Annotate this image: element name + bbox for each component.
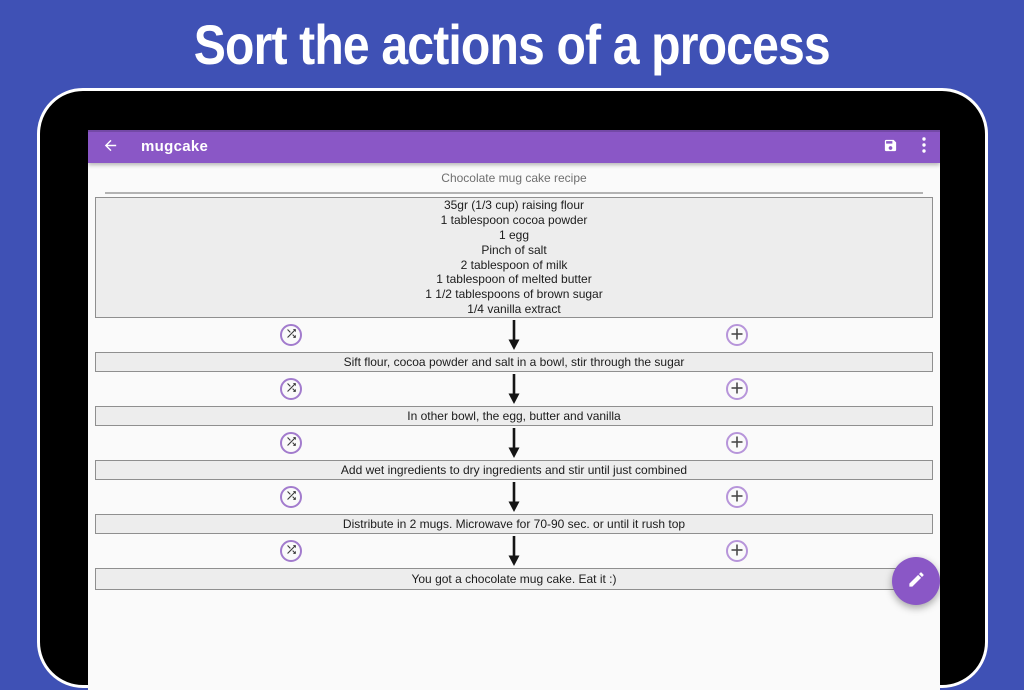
- back-arrow-icon: [102, 137, 119, 157]
- overflow-menu-button[interactable]: [922, 137, 926, 156]
- shuffle-button[interactable]: [280, 432, 302, 454]
- add-step-button[interactable]: [726, 432, 748, 454]
- down-arrow-icon: [507, 428, 521, 458]
- connector-row: [95, 534, 933, 568]
- ingredient-line: 2 tablespoon of milk: [460, 257, 568, 272]
- down-arrow-icon: [507, 320, 521, 350]
- ingredient-line: 1/4 vanilla extract: [467, 302, 561, 317]
- banner: Sort the actions of a process: [0, 0, 1024, 88]
- app-bar-title: mugcake: [141, 138, 209, 155]
- shuffle-button[interactable]: [280, 486, 302, 508]
- connector-row: [95, 372, 933, 406]
- plus-icon: [731, 490, 743, 505]
- step-text: Add wet ingredients to dry ingredients a…: [340, 463, 688, 477]
- add-step-button[interactable]: [726, 378, 748, 400]
- shuffle-icon: [285, 489, 298, 505]
- step-card[interactable]: Sift flour, cocoa powder and salt in a b…: [95, 352, 933, 372]
- ingredients-card[interactable]: 35gr (1/3 cup) raising flour 1 tablespoo…: [95, 197, 933, 318]
- step-card[interactable]: Add wet ingredients to dry ingredients a…: [95, 460, 933, 480]
- shuffle-icon: [285, 435, 298, 451]
- down-arrow-icon: [507, 482, 521, 512]
- add-step-button[interactable]: [726, 540, 748, 562]
- app-bar-actions: [883, 137, 926, 156]
- ingredient-line: Pinch of salt: [481, 242, 547, 257]
- connector-row: [95, 480, 933, 514]
- step-text: Distribute in 2 mugs. Microwave for 70-9…: [342, 517, 686, 531]
- connector-row: [95, 426, 933, 460]
- plus-icon: [731, 544, 743, 559]
- page-title: Sort the actions of a process: [193, 12, 831, 76]
- ingredient-line: 35gr (1/3 cup) raising flour: [443, 197, 585, 212]
- down-arrow-icon: [507, 374, 521, 404]
- ingredient-line: 1 tablespoon of melted butter: [436, 272, 592, 287]
- back-button[interactable]: [102, 137, 119, 157]
- save-button[interactable]: [883, 138, 898, 156]
- ingredient-line: 1 tablespoon cocoa powder: [440, 212, 588, 227]
- down-arrow-icon: [507, 536, 521, 566]
- step-card[interactable]: Distribute in 2 mugs. Microwave for 70-9…: [95, 514, 933, 534]
- shuffle-button[interactable]: [280, 324, 302, 346]
- plus-icon: [731, 328, 743, 343]
- step-text: In other bowl, the egg, butter and vanil…: [407, 409, 621, 423]
- edit-fab[interactable]: [892, 557, 940, 605]
- app-bar: mugcake: [88, 130, 940, 163]
- add-step-button[interactable]: [726, 324, 748, 346]
- plus-icon: [731, 436, 743, 451]
- overflow-menu-icon: [922, 137, 926, 156]
- shuffle-icon: [285, 543, 298, 559]
- tablet-frame: mugcake Chocolate mug cake recipe: [37, 88, 988, 690]
- add-step-button[interactable]: [726, 486, 748, 508]
- plus-icon: [731, 382, 743, 397]
- app-screen: mugcake Chocolate mug cake recipe: [88, 130, 940, 690]
- connector-row: [95, 318, 933, 352]
- step-card[interactable]: In other bowl, the egg, butter and vanil…: [95, 406, 933, 426]
- shuffle-button[interactable]: [280, 540, 302, 562]
- shuffle-icon: [285, 327, 298, 343]
- ingredient-line: 1 egg: [498, 227, 530, 242]
- shuffle-button[interactable]: [280, 378, 302, 400]
- process-content: Chocolate mug cake recipe 35gr (1/3 cup)…: [88, 163, 940, 590]
- step-card[interactable]: You got a chocolate mug cake. Eat it :): [95, 568, 933, 590]
- recipe-title: Chocolate mug cake recipe: [441, 171, 587, 185]
- title-divider: [105, 192, 923, 194]
- step-text: You got a chocolate mug cake. Eat it :): [411, 572, 617, 586]
- ingredient-line: 1 1/2 tablespoons of brown sugar: [425, 287, 603, 302]
- pencil-icon: [907, 570, 926, 592]
- recipe-header: Chocolate mug cake recipe: [95, 163, 933, 197]
- save-icon: [883, 138, 898, 156]
- shuffle-icon: [285, 381, 298, 397]
- step-text: Sift flour, cocoa powder and salt in a b…: [343, 355, 685, 369]
